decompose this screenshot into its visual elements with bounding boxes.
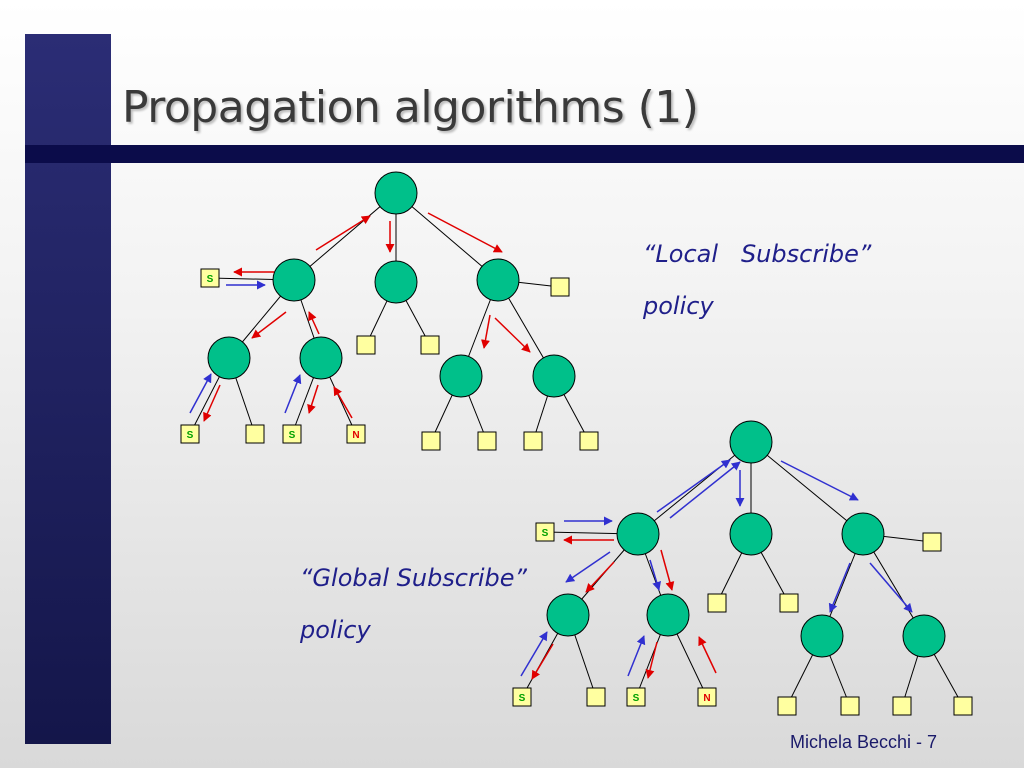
tree-edge [750,441,864,535]
leaf-box [579,431,599,451]
leaf-box [953,696,973,716]
subscriber-leaf-label: S [289,430,296,441]
blue-arrow [520,631,548,677]
tree-edge [293,192,397,281]
tree-node [841,512,885,556]
red-arrow [333,386,353,419]
tree-node [476,258,520,302]
tree-node [374,171,418,215]
leaf-box [922,532,942,552]
leaf-box [420,335,440,355]
leaf-box [477,431,497,451]
tree-node [616,512,660,556]
blue-arrow [627,635,646,677]
local-subscribe-line1: “Local Subscribe” [643,240,872,268]
blue-arrow [669,461,741,519]
leaf-box [245,424,265,444]
red-arrow [315,215,371,251]
leaf-box [777,696,797,716]
red-arrow [585,561,615,593]
red-arrow [308,311,320,335]
blue-arrow [828,562,851,613]
subscriber-leaf-label: S [519,693,526,704]
leaf-box [840,696,860,716]
title-underline-bar [25,145,1024,163]
subscriber-leaf-label: S [207,274,214,285]
tree-node [546,593,590,637]
red-arrow [251,311,287,339]
leaf-box [550,277,570,297]
tree-node [800,614,844,658]
leaf-box [523,431,543,451]
blue-arrow [565,551,611,583]
tree-node [646,593,690,637]
global-subscribe-line1: “Global Subscribe” [300,564,527,592]
red-arrow [427,212,503,253]
tree-node [532,354,576,398]
tree-edge [395,192,499,281]
tree-node [729,420,773,464]
blue-arrow [649,559,661,591]
leaf-box [535,522,555,542]
leaf-box [356,335,376,355]
tree-node [207,336,251,380]
local-subscribe-label: “Local Subscribe” policy [643,228,871,332]
tree-node [439,354,483,398]
footer-author: Michela Becchi - 7 [790,732,938,752]
tree-node [374,260,418,304]
non-subscriber-leaf-label: N [703,693,710,704]
tree-node [299,336,343,380]
leaf-box [180,424,200,444]
leaf-box [512,687,532,707]
blue-arrow [284,374,302,414]
leaf-box [707,593,727,613]
leaf-box [626,687,646,707]
local-subscribe-line2: policy [643,292,714,320]
leaf-box [346,424,366,444]
tree-node [272,258,316,302]
leaf-box [282,424,302,444]
global-subscribe-label: “Global Subscribe” policy [300,552,527,656]
red-arrow [660,549,675,591]
red-arrow [494,317,531,353]
blue-arrow [780,460,859,501]
leaf-box [586,687,606,707]
red-arrow [698,636,717,674]
blue-arrow [189,373,212,414]
non-subscriber-leaf-label: N [352,430,359,441]
blue-arrow [656,459,731,513]
leaf-box [200,268,220,288]
tree-edge [637,441,752,535]
red-arrow [203,384,221,422]
leaf-box [892,696,912,716]
slide-title: Propagation algorithms (1) [122,82,699,133]
red-arrow [531,643,554,680]
leaf-box [697,687,717,707]
red-arrow [645,641,658,679]
blue-arrow [869,562,913,613]
red-arrow [307,384,319,414]
tree-node [729,512,773,556]
leaf-box [779,593,799,613]
tree-node [902,614,946,658]
subscriber-leaf-label: S [187,430,194,441]
leaf-box [421,431,441,451]
subscriber-leaf-label: S [542,528,549,539]
red-arrow [481,314,491,349]
global-subscribe-line2: policy [300,616,371,644]
tree-layer: S S S N S S S N [180,171,973,716]
subscriber-leaf-label: S [633,693,640,704]
